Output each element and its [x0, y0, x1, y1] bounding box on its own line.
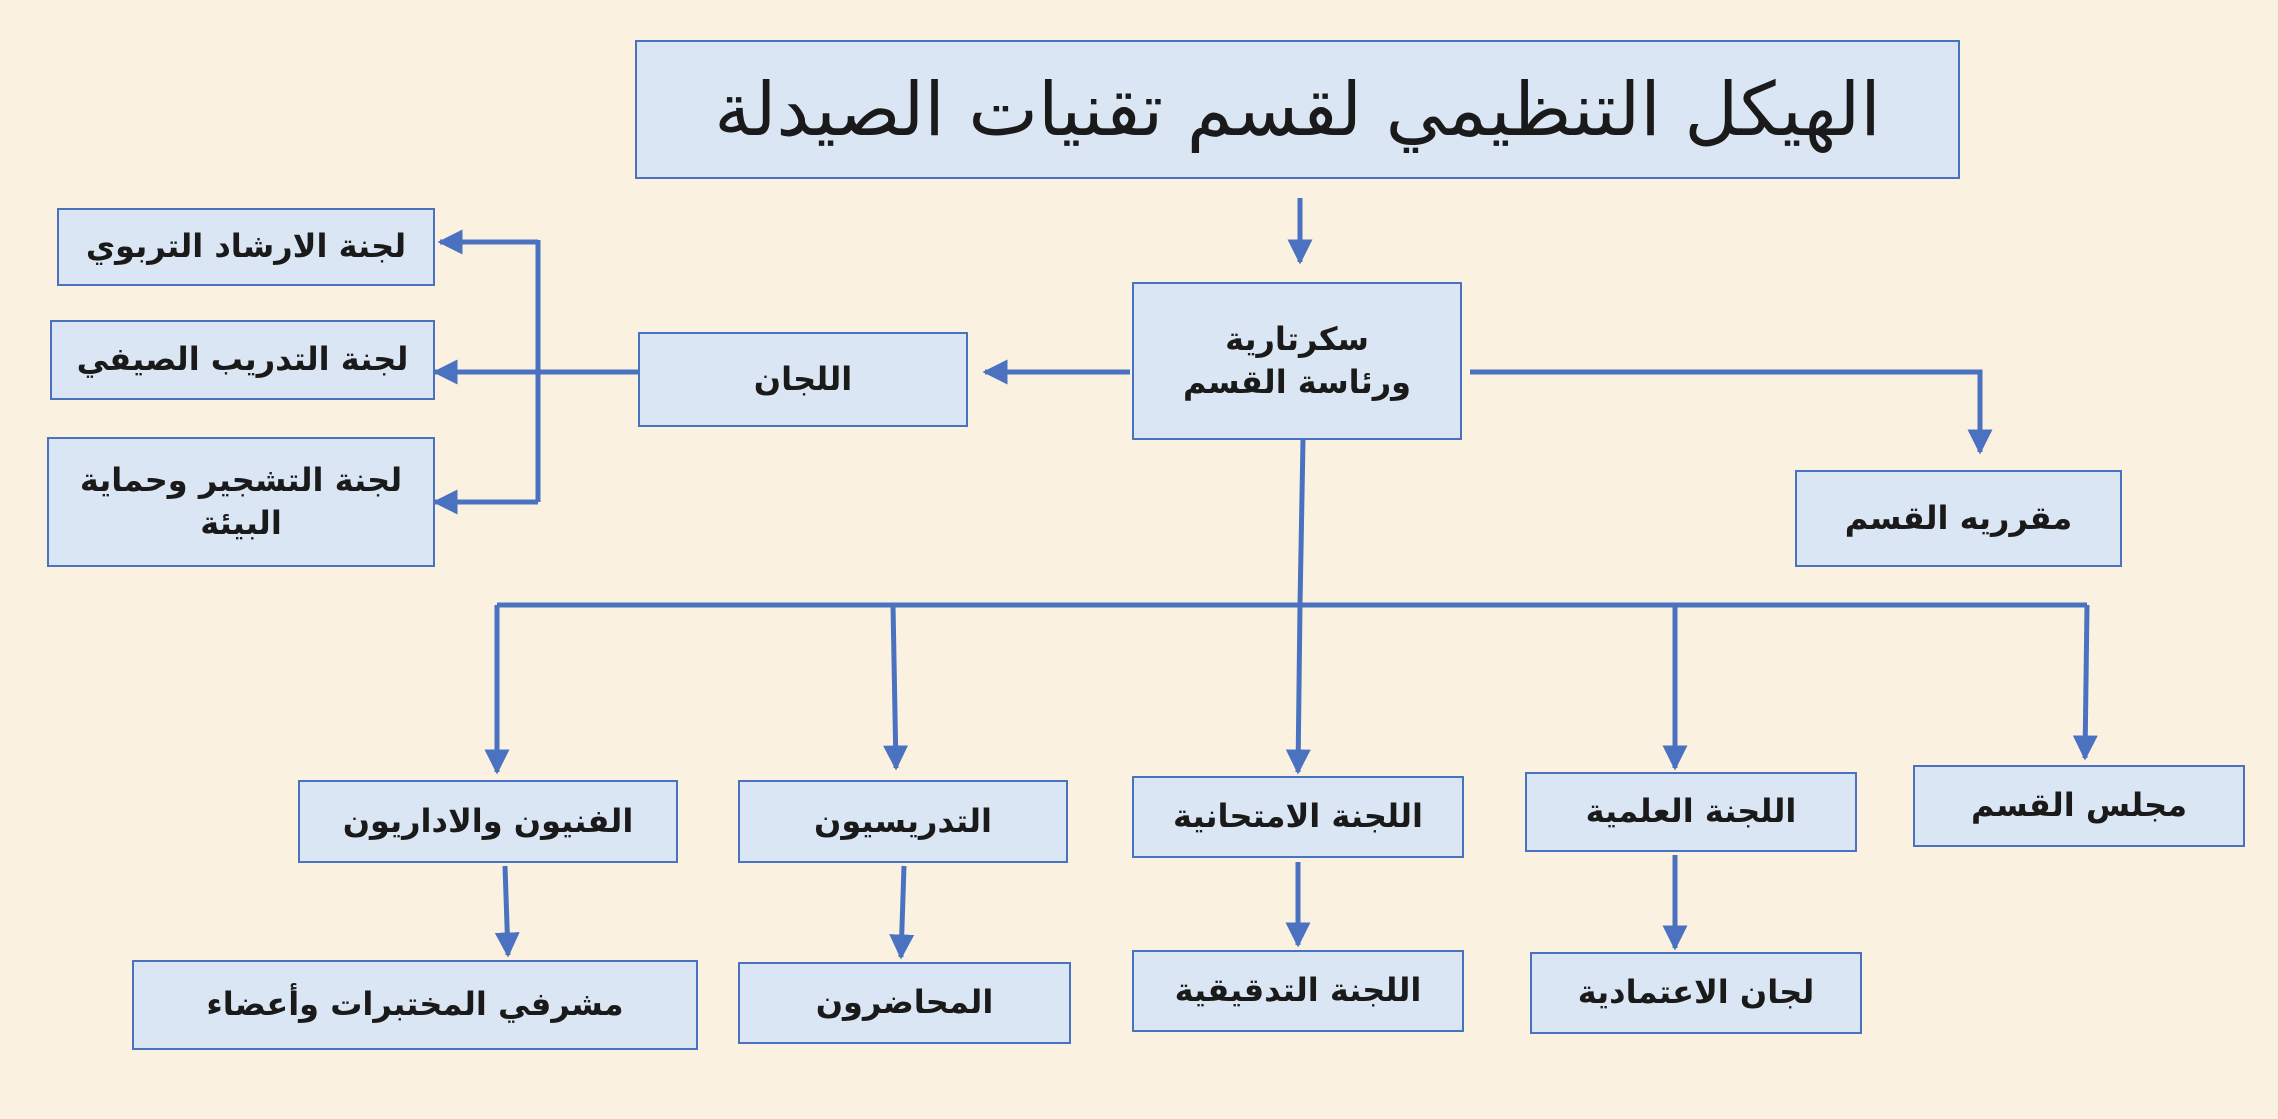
rapporteur-box: مقرريه القسم [1795, 470, 2122, 567]
arrow-to-teaching [883, 604, 909, 771]
technicians-box: الفنيون والاداريون [298, 780, 678, 863]
teaching-staff-box: التدريسيون [738, 780, 1068, 863]
arrow-to-lecturers [889, 865, 915, 960]
lab-supervisors-box: مشرفي المختبرات وأعضاء [132, 960, 698, 1050]
department-council-box: مجلس القسم [1913, 765, 2245, 847]
arrow-to-exam [1285, 604, 1311, 775]
secretariat-line2: ورئاسة القسم [1182, 363, 1412, 401]
arrow-to-lab-supervisors [494, 865, 520, 958]
line-secretariat-to-bus [1297, 439, 1306, 606]
chart-title: الهيكل التنظيمي لقسم تقنيات الصيدلة [635, 40, 1960, 179]
lecturers-box: المحاضرون [738, 962, 1071, 1044]
scientific-committee-box: اللجنة العلمية [1525, 772, 1857, 852]
accreditation-committees-box: لجان الاعتمادية [1530, 952, 1862, 1034]
exam-committee-box: اللجنة الامتحانية [1132, 776, 1464, 858]
summer-training-committee-box: لجنة التدريب الصيفي [50, 320, 435, 400]
guidance-committee-box: لجنة الارشاد التربوي [57, 208, 435, 286]
secretariat-line1: سكرتارية [1225, 319, 1369, 358]
secretariat-box: سكرتارية ورئاسة القسم [1132, 282, 1462, 440]
arrow-to-council [2072, 604, 2098, 761]
arrow-secretariat-to-rapporteur [1470, 369, 1993, 455]
committees-box: اللجان [638, 332, 968, 427]
afforestation-committee-box: لجنة التشجير وحماية البيئة [47, 437, 435, 567]
audit-committee-box: اللجنة التدقيقية [1132, 950, 1464, 1032]
